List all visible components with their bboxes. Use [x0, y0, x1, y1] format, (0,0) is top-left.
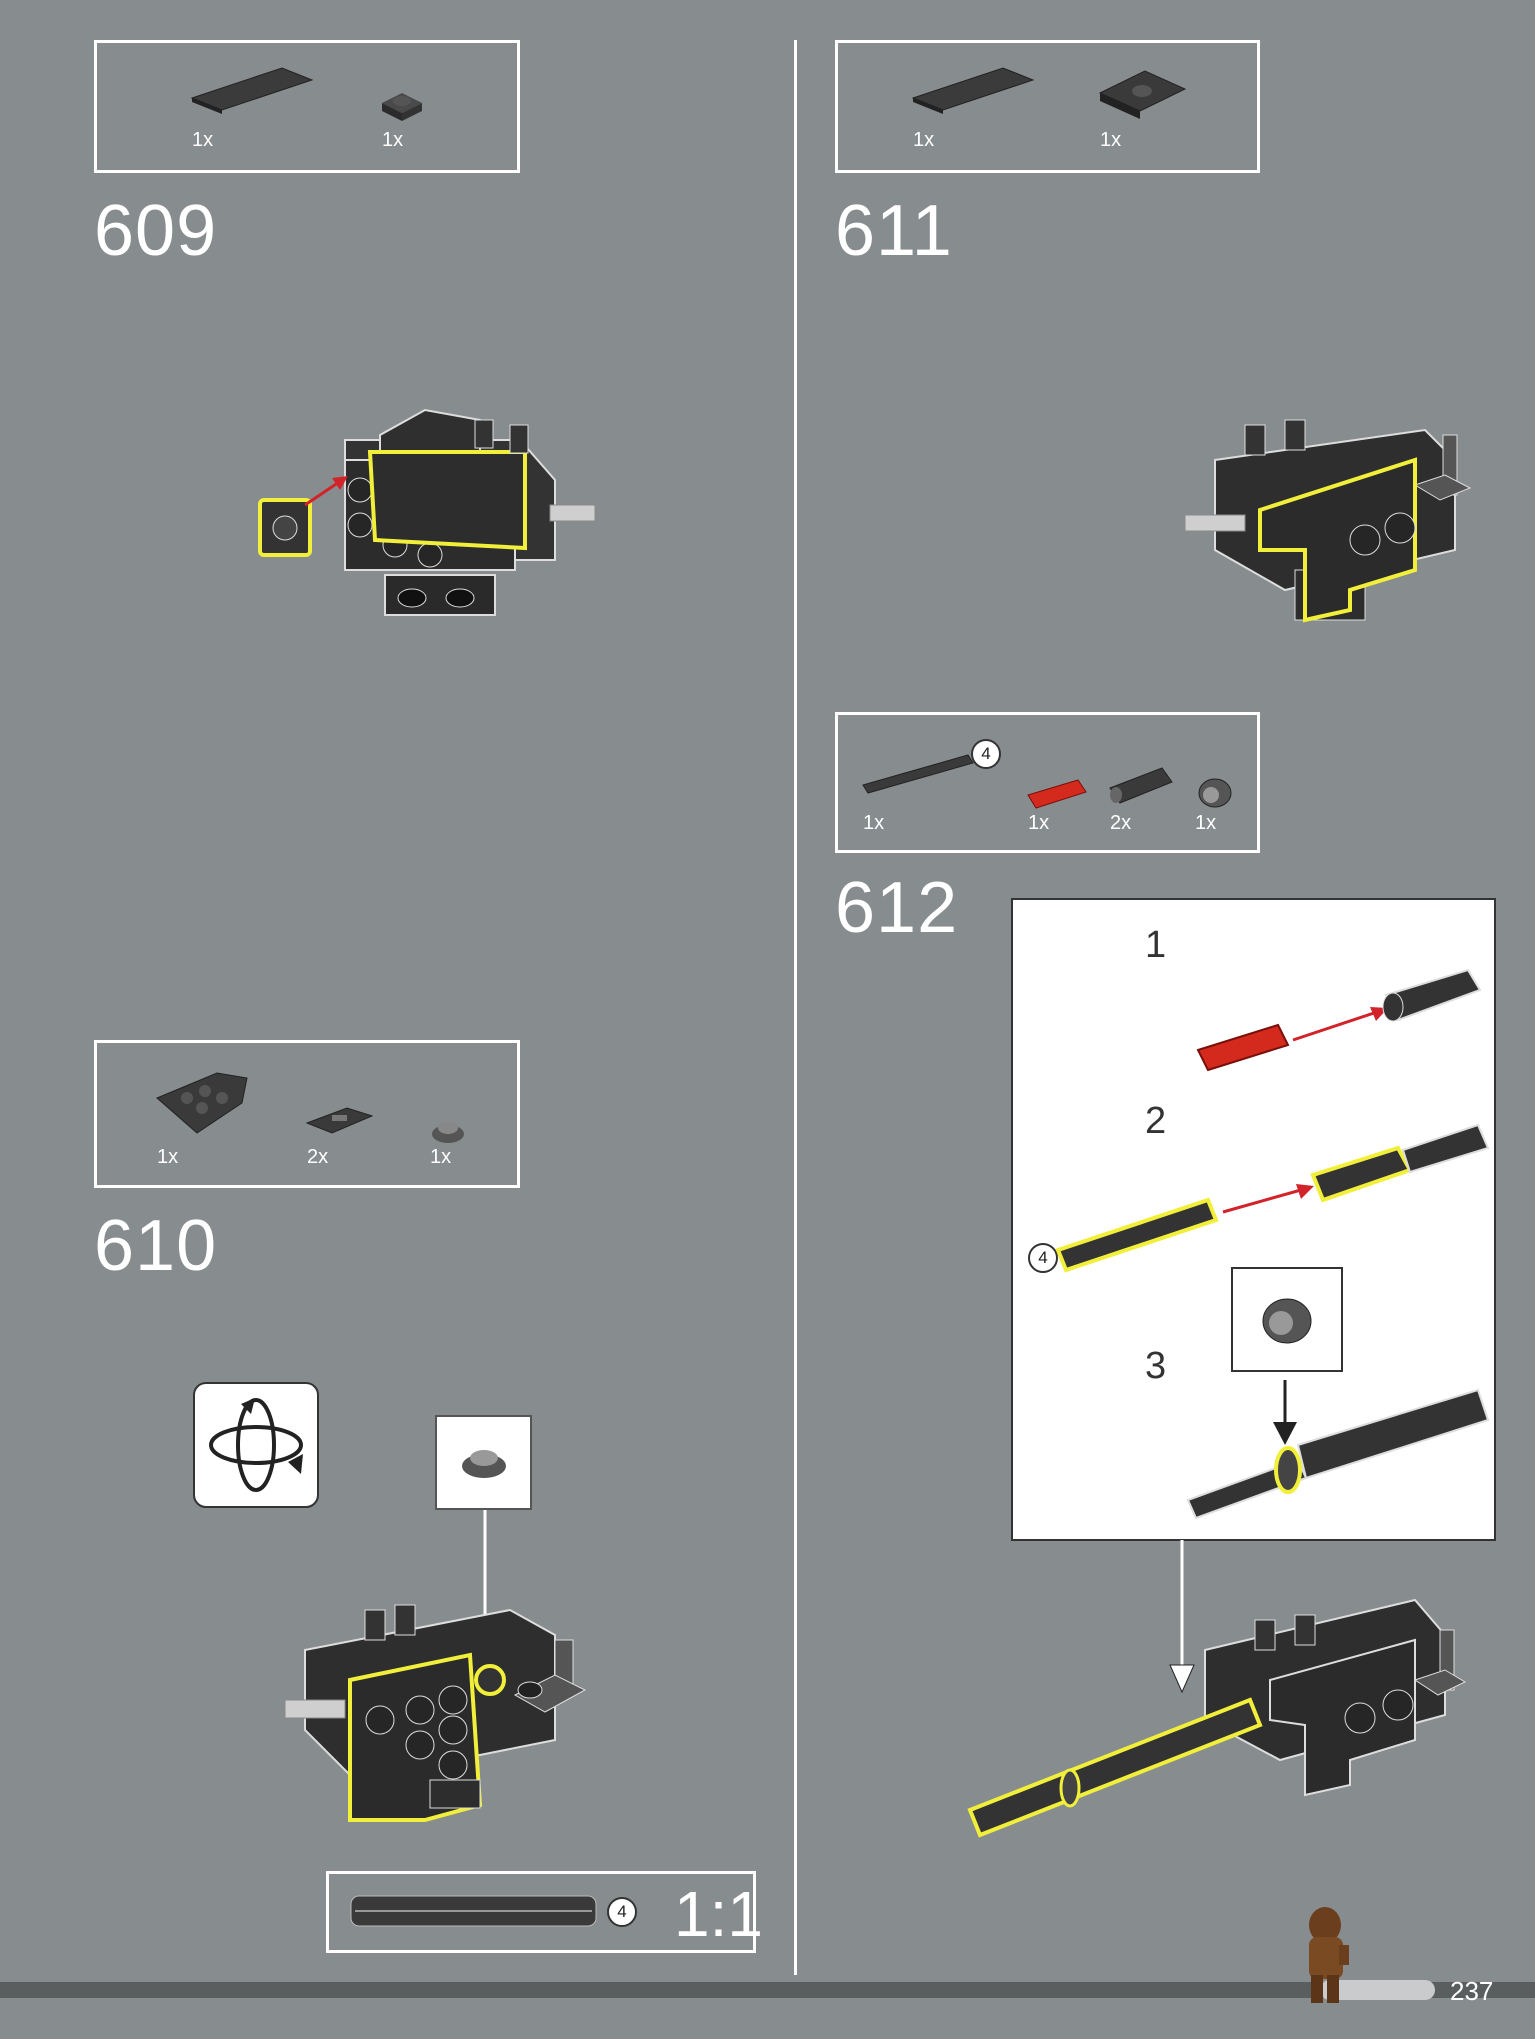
part-qty: 1x [430, 1146, 452, 1168]
round-plate-icon [432, 1122, 464, 1143]
assembly-609 [258, 408, 596, 616]
part-callout-610 [435, 1415, 532, 1510]
bush-callout [1231, 1267, 1343, 1372]
parts-box-609: 1x 1x [94, 40, 520, 173]
scale-ratio: 1:1 [674, 1878, 763, 1950]
substep-number: 1 [1145, 924, 1167, 966]
page-number: 237 [1450, 1976, 1494, 2006]
axle-length-badge: 4 [607, 1897, 637, 1927]
part-qty: 1x [863, 812, 885, 834]
plate-jumper-icon [1098, 70, 1187, 119]
substep-panel: 1 2 3 4 [1011, 898, 1496, 1541]
part-qty: 1x [1028, 812, 1050, 834]
axle-4-icon [862, 754, 974, 794]
step-number-610: 610 [94, 1206, 218, 1286]
axle-ruler-icon [350, 1895, 597, 1927]
part-qty: 1x [382, 129, 404, 151]
part-qty: 2x [307, 1146, 329, 1168]
parts-box-612: 4 1x 1x 2x 1x [835, 712, 1260, 853]
footer-progress-bar [0, 1982, 1535, 1998]
parts-box-610: 1x 2x 1x [94, 1040, 520, 1188]
assembly-610 [284, 1510, 587, 1822]
substep-number: 2 [1145, 1100, 1167, 1142]
substep-3-illustration [1186, 1380, 1490, 1520]
plate-1x1-icon [382, 93, 422, 121]
part-qty: 2x [1110, 812, 1132, 834]
scale-ruler-box: 4 1:1 [326, 1871, 763, 1953]
axle-connector-dark-icon [1109, 767, 1173, 804]
substep-2-illustration [1055, 1123, 1490, 1273]
bush-icon [1198, 778, 1232, 808]
column-divider [794, 40, 797, 1975]
wedge-plate-icon [156, 1072, 248, 1134]
tile-grille-icon [305, 1107, 374, 1134]
round-plate-icon [462, 1450, 506, 1478]
substep-1-illustration [1196, 968, 1482, 1072]
part-qty: 1x [157, 1146, 179, 1168]
substep-number: 3 [1145, 1345, 1167, 1387]
step-number-612: 612 [835, 868, 959, 948]
part-qty: 1x [913, 129, 935, 151]
axle-connector-red-icon [1027, 779, 1087, 809]
assembly-611 [1184, 419, 1472, 623]
axle-length-badge: 4 [971, 739, 1001, 769]
footer-progress-cap [1320, 1980, 1435, 2000]
tile-1x4-icon [190, 67, 314, 114]
step-number-611: 611 [835, 191, 953, 271]
character-figure-icon [1309, 1907, 1349, 2003]
parts-box-611: 1x 1x [835, 40, 1260, 173]
part-qty: 1x [1195, 812, 1217, 834]
tile-1x4-icon [911, 67, 1035, 114]
part-qty: 1x [1100, 129, 1122, 151]
rotate-model-icon [193, 1382, 319, 1508]
bush-icon [1262, 1298, 1312, 1344]
part-qty: 1x [192, 129, 214, 151]
axle-length-badge: 4 [1028, 1243, 1058, 1273]
step-number-609: 609 [94, 191, 218, 271]
assembly-612 [967, 1540, 1467, 1838]
